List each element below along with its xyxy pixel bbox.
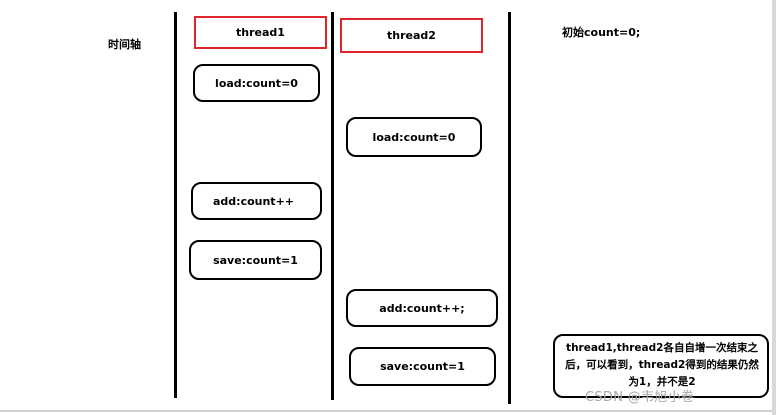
lane-line-left bbox=[174, 12, 177, 398]
thread1-save-step: save:count=1 bbox=[189, 240, 322, 280]
initial-value-label: 初始count=0; bbox=[562, 26, 641, 39]
thread1-load-step: load:count=0 bbox=[193, 64, 320, 102]
watermark: CSDN @韦旭小卷 bbox=[585, 390, 695, 405]
result-note: thread1,thread2各自自增一次结束之后，可以看到，thread2得到… bbox=[553, 334, 769, 398]
right-edge bbox=[772, 0, 776, 415]
thread2-load-step: load:count=0 bbox=[346, 117, 482, 157]
thread2-save-step: save:count=1 bbox=[349, 347, 496, 386]
timeline-label: 时间轴 bbox=[108, 38, 141, 51]
thread2-header: thread2 bbox=[340, 18, 483, 53]
thread1-add-step: add:count++ bbox=[191, 182, 322, 220]
lane-line-right bbox=[508, 12, 511, 404]
bottom-border bbox=[0, 410, 772, 412]
thread1-header: thread1 bbox=[194, 16, 327, 49]
lane-line-middle bbox=[331, 12, 334, 400]
thread2-add-step: add:count++; bbox=[346, 289, 498, 327]
